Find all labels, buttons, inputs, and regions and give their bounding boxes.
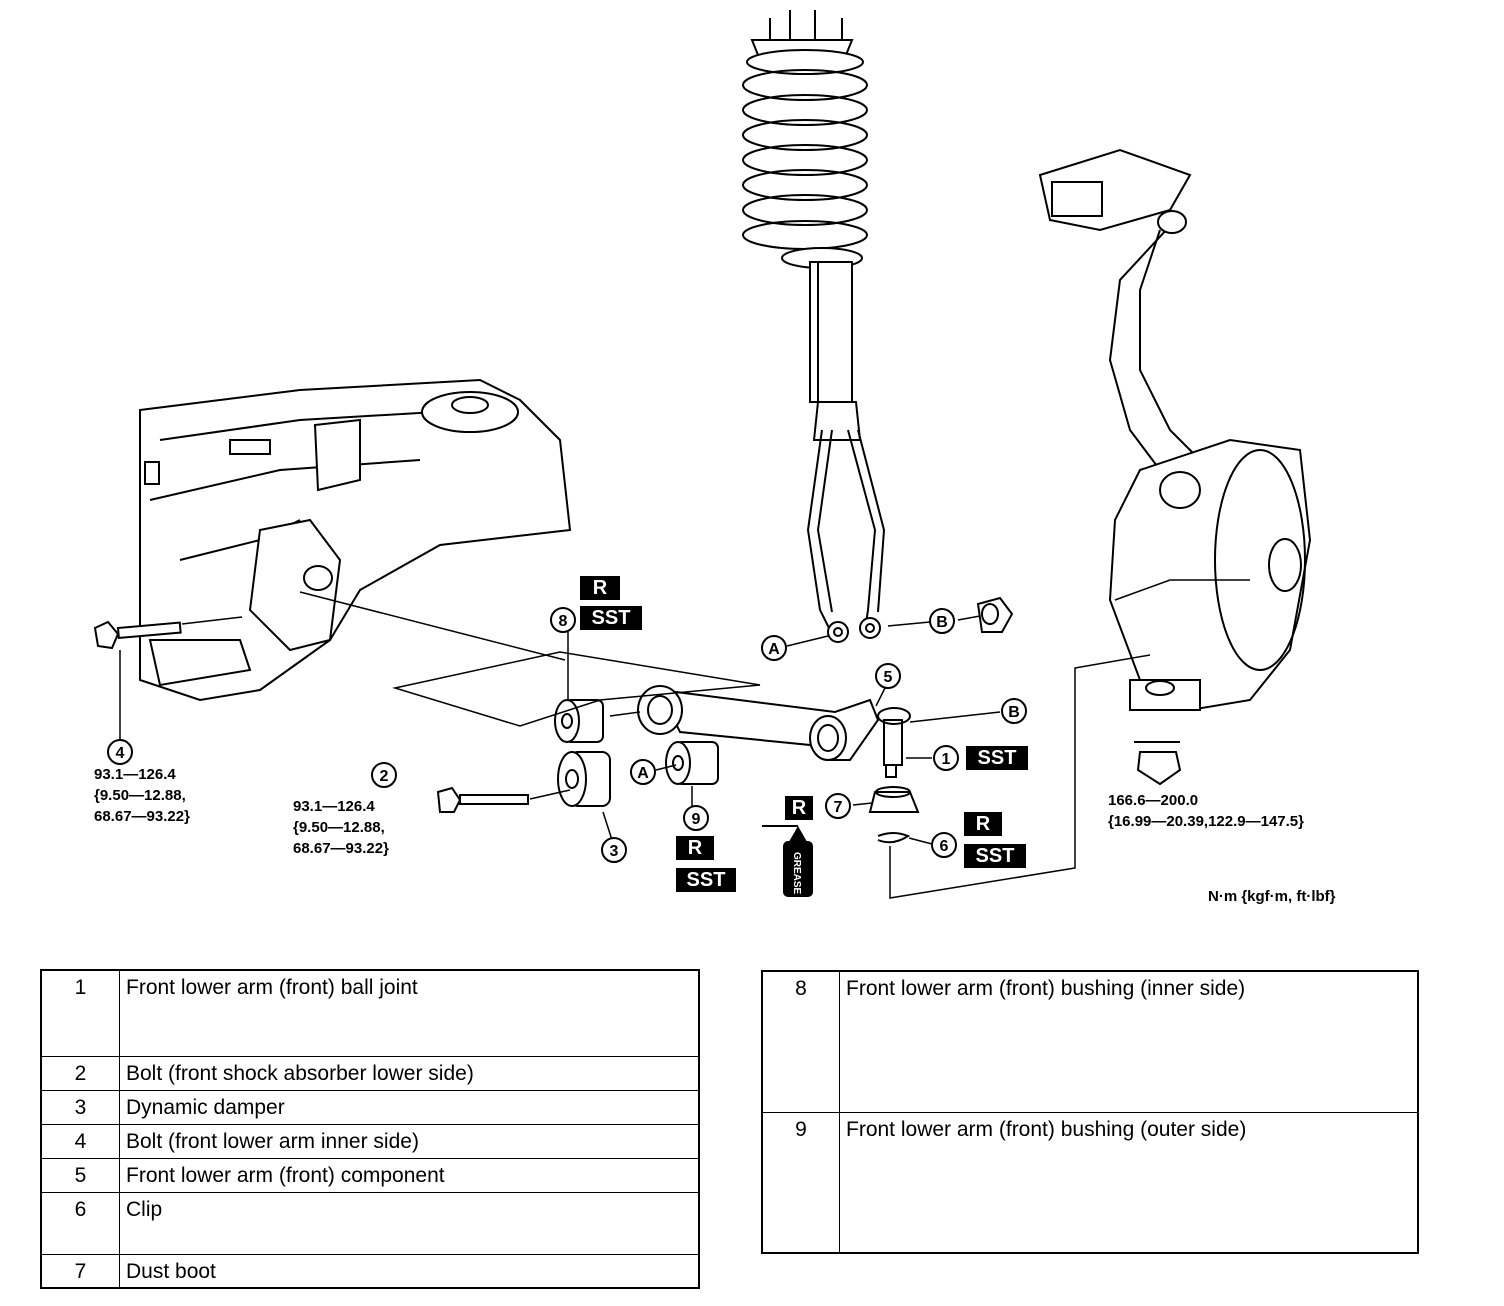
dynamic-damper bbox=[557, 751, 611, 807]
callout-2-label: 2 bbox=[380, 768, 389, 785]
grease-tube bbox=[762, 825, 813, 897]
sst-tag-1: SST bbox=[966, 746, 1028, 770]
lower-arm-component bbox=[637, 685, 911, 778]
torque-units: N·m {kgf·m, ft·lbf} bbox=[1208, 888, 1336, 905]
torque-spec-bolt-2: 93.1—126.4 {9.50—12.88, 68.67—93.22} bbox=[293, 798, 389, 857]
part-description: Dynamic damper bbox=[119, 1089, 700, 1125]
ref-a-upper: A bbox=[761, 635, 787, 661]
torque-spec-knuckle-nut: 166.6—200.0 {16.99—20.39,122.9—147.5} bbox=[1108, 792, 1304, 830]
part-description: Bolt (front lower arm inner side) bbox=[119, 1123, 700, 1159]
clip bbox=[877, 832, 911, 844]
part-number: 5 bbox=[40, 1157, 120, 1193]
part-number: 4 bbox=[40, 1123, 120, 1159]
steering-knuckle-assembly bbox=[1038, 148, 1312, 786]
shock-absorber-assembly bbox=[742, 10, 886, 643]
part-number: 6 bbox=[40, 1191, 120, 1255]
callout-6-label: 6 bbox=[940, 838, 949, 855]
bolt-4 bbox=[93, 620, 182, 650]
torque-spec-bolt-4: 93.1—126.4 {9.50—12.88, 68.67—93.22} bbox=[94, 766, 190, 825]
svg-text:A: A bbox=[768, 641, 780, 658]
replace-tag-7: R bbox=[785, 796, 813, 820]
part-description: Front lower arm (front) bushing (outer s… bbox=[839, 1111, 1419, 1254]
part-description: Front lower arm (front) bushing (inner s… bbox=[839, 970, 1419, 1113]
part-number: 1 bbox=[40, 969, 120, 1057]
part-number: 7 bbox=[40, 1253, 120, 1289]
callout-9: 9 bbox=[683, 805, 709, 831]
front-crossmember bbox=[139, 378, 572, 702]
callout-5: 5 bbox=[875, 663, 901, 689]
callout-1-label: 1 bbox=[942, 751, 951, 768]
leader-lines bbox=[119, 579, 1250, 899]
callout-1: 1 bbox=[933, 745, 959, 771]
bushing-inner bbox=[554, 699, 604, 743]
replace-tag-8: R bbox=[580, 576, 620, 600]
part-number: 3 bbox=[40, 1089, 120, 1125]
dust-boot bbox=[868, 786, 920, 813]
part-description: Dust boot bbox=[119, 1253, 700, 1289]
callout-7-label: 7 bbox=[834, 799, 843, 816]
ref-a-lower: A bbox=[630, 759, 656, 785]
sst-tag-8: SST bbox=[580, 606, 642, 630]
nut-b bbox=[976, 596, 1014, 633]
callout-2: 2 bbox=[371, 762, 397, 788]
part-description: Clip bbox=[119, 1191, 700, 1255]
callout-4: 4 bbox=[107, 739, 133, 765]
replace-tag-9: R bbox=[676, 836, 714, 860]
part-description: Bolt (front shock absorber lower side) bbox=[119, 1055, 700, 1091]
callout-5-label: 5 bbox=[884, 669, 893, 686]
callout-6: 6 bbox=[931, 832, 957, 858]
part-number: 8 bbox=[761, 970, 840, 1113]
svg-text:B: B bbox=[1008, 704, 1020, 721]
svg-text:B: B bbox=[936, 614, 948, 631]
part-number: 2 bbox=[40, 1055, 120, 1091]
callout-4-label: 4 bbox=[116, 745, 125, 762]
grease-label: GREASE bbox=[791, 852, 802, 895]
sst-tag-6: SST bbox=[964, 844, 1026, 868]
part-description: Front lower arm (front) component bbox=[119, 1157, 700, 1193]
callout-7: 7 bbox=[825, 793, 851, 819]
callout-3-label: 3 bbox=[610, 843, 619, 860]
exploded-view-diagram: 1 2 3 4 5 6 7 8 9 A B A B GREASE bbox=[93, 10, 1312, 899]
callout-8-label: 8 bbox=[559, 613, 568, 630]
bushing-outer bbox=[665, 741, 719, 785]
bolt-2 bbox=[436, 786, 529, 813]
ref-b-lower: B bbox=[1001, 698, 1027, 724]
callout-3: 3 bbox=[601, 837, 627, 863]
part-description: Front lower arm (front) ball joint bbox=[119, 969, 700, 1057]
replace-tag-6: R bbox=[964, 812, 1002, 836]
callout-9-label: 9 bbox=[692, 811, 701, 828]
callout-8: 8 bbox=[550, 607, 576, 633]
part-number: 9 bbox=[761, 1111, 840, 1254]
svg-text:A: A bbox=[637, 765, 649, 782]
ref-b-upper: B bbox=[929, 608, 955, 634]
sst-tag-9: SST bbox=[676, 868, 736, 892]
